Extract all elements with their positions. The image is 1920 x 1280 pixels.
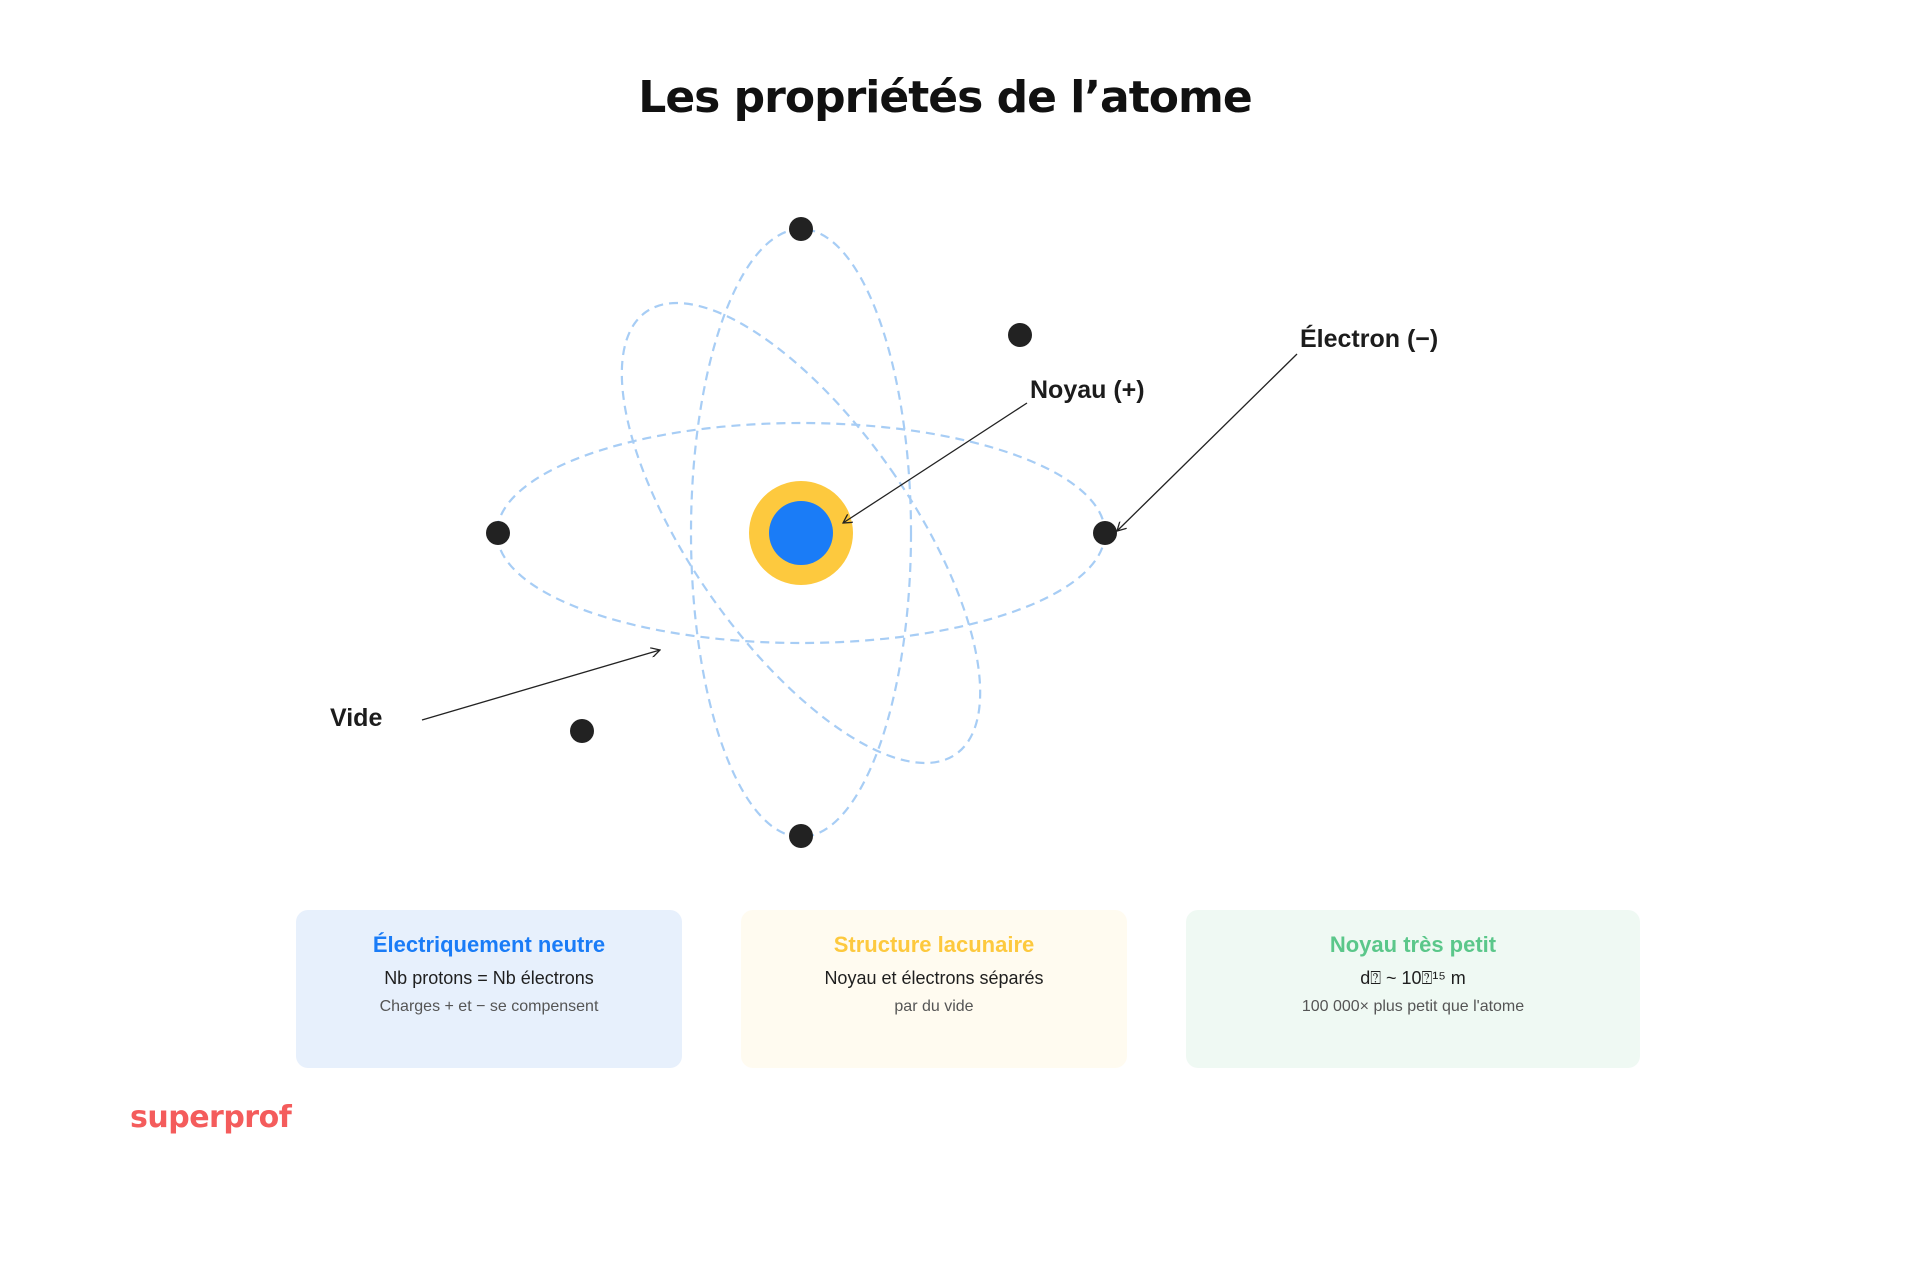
card-small-nucleus: Noyau très petit d⍰ ~ 10⍰¹⁵ m 100 000× p… xyxy=(1186,910,1640,1068)
nucleus-arrow xyxy=(843,402,1028,523)
electron-arrow xyxy=(1117,353,1298,531)
superprof-logo[interactable]: superprof xyxy=(130,1100,292,1135)
card-neutral-line: Nb protons = Nb électrons xyxy=(384,968,594,988)
card-small-nucleus-line: d⍰ ~ 10⍰¹⁵ m xyxy=(1360,968,1466,988)
electron-label: Électron (−) xyxy=(1300,324,1438,353)
card-lacunar-line: Noyau et électrons séparés xyxy=(824,968,1044,988)
card-neutral-title: Électriquement neutre xyxy=(372,932,606,957)
void-arrow xyxy=(421,650,660,721)
card-lacunar: Structure lacunaire Noyau et électrons s… xyxy=(741,910,1127,1068)
card-neutral: Électriquement neutre Nb protons = Nb él… xyxy=(296,910,682,1068)
card-small-nucleus-sub: 100 000× plus petit que l'atome xyxy=(1301,998,1525,1015)
orbit-diagonal xyxy=(620,301,982,765)
electron xyxy=(789,217,813,241)
card-lacunar-sub: par du vide xyxy=(894,998,974,1015)
card-neutral-sub: Charges + et − se compensent xyxy=(379,998,599,1015)
electron xyxy=(789,824,813,848)
electron xyxy=(1008,323,1032,347)
nucleus xyxy=(749,481,853,585)
nucleus-inner xyxy=(769,501,833,565)
electrons xyxy=(486,217,1117,848)
electron xyxy=(486,521,510,545)
electron xyxy=(1093,521,1117,545)
page-title: Les propriétés de l’atome xyxy=(638,72,1252,123)
card-small-nucleus-title: Noyau très petit xyxy=(1329,932,1497,957)
card-lacunar-title: Structure lacunaire xyxy=(833,932,1035,957)
nucleus-label: Noyau (+) xyxy=(1030,376,1145,404)
callouts: Noyau (+) Électron (−) Vide xyxy=(330,324,1438,732)
orbit-vertical xyxy=(689,227,913,839)
electron xyxy=(570,719,594,743)
void-label: Vide xyxy=(330,704,382,732)
